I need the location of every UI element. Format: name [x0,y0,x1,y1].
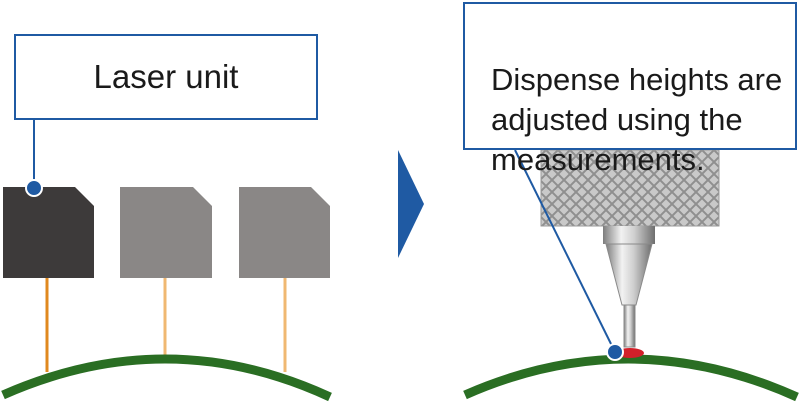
laser-unit-active [3,187,94,278]
dispense-callout: Dispense heights are adjusted using the … [463,2,797,177]
progress-arrow [398,150,424,258]
laser-leader-dot [25,179,43,197]
laser-unit-inactive-2 [239,187,330,278]
laser-unit-callout: Laser unit [14,34,318,120]
dispenser-collar [603,226,655,244]
dispense-leader-dot [606,343,624,361]
right-substrate [463,354,799,402]
dispenser-nozzle [605,243,653,306]
dispenser-needle [623,304,636,348]
dispense-leader-line [514,149,616,353]
laser-unit-label: Laser unit [93,58,239,95]
laser-unit-inactive-1 [120,187,212,278]
left-substrate [1,354,332,402]
dispenser-knurled-body [541,150,719,226]
dispense-label: Dispense heights are adjusted using the … [491,62,783,177]
